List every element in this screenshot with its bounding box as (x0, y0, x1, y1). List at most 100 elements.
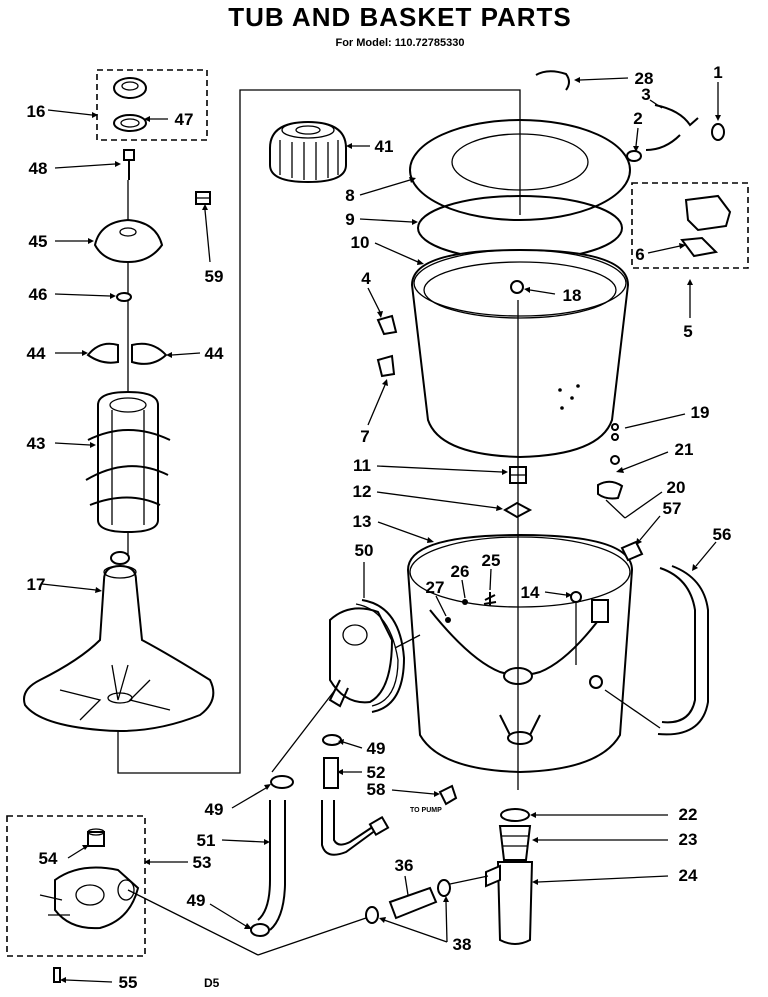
agitator-washer-drawing (116, 292, 132, 302)
callout-26: 26 (451, 562, 470, 581)
callout-1: 1 (713, 63, 722, 82)
callout-58: 58 (367, 780, 386, 799)
fill-hose-parts-drawing (626, 104, 725, 162)
callout-43: 43 (27, 434, 46, 453)
callout-41: 41 (375, 137, 394, 156)
callout-numbers: 1 2 3 4 5 6 7 8 9 10 11 12 13 14 16 17 1… (27, 63, 732, 992)
callout-55: 55 (119, 973, 138, 992)
basket-clip-lower-drawing (376, 354, 396, 378)
small-clip-drawing (195, 191, 211, 205)
callout-46: 46 (29, 285, 48, 304)
spin-basket-drawing (410, 248, 630, 459)
agitator-bolt-drawing (123, 149, 135, 180)
callout-44-left: 44 (27, 344, 46, 363)
to-pump-note: TO PUMP (410, 807, 442, 814)
callout-52: 52 (367, 763, 386, 782)
callout-6: 6 (635, 245, 644, 264)
callout-27: 27 (426, 578, 445, 597)
callout-49-center: 49 (367, 739, 386, 758)
hose-clamp-center-drawing (322, 734, 342, 746)
callout-50: 50 (355, 541, 374, 560)
pump-kit-box (6, 815, 146, 957)
connector-hose-drawing (323, 757, 339, 789)
basket-clip-upper-drawing (376, 314, 398, 336)
callout-2: 2 (633, 109, 642, 128)
callout-24: 24 (679, 866, 698, 885)
switch-kit-box (631, 182, 749, 269)
leader-lines (41, 77, 721, 983)
callout-11: 11 (353, 456, 371, 475)
callout-17: 17 (27, 575, 46, 594)
cover-spring-clip-drawing (535, 70, 570, 91)
callout-48: 48 (29, 159, 48, 178)
pump-to-drain-line-b (257, 917, 367, 956)
callout-16: 16 (27, 102, 46, 121)
outer-tub-drawing (406, 533, 634, 774)
callout-23: 23 (679, 830, 698, 849)
callout-5: 5 (683, 322, 692, 341)
drain-tube-drawing (365, 879, 451, 924)
callout-14: 14 (521, 583, 540, 602)
diagram-subtitle: For Model: 110.72785330 (335, 37, 464, 49)
tub-drain-assembly-drawing (485, 808, 534, 945)
callout-3: 3 (641, 85, 650, 104)
callout-19: 19 (691, 403, 710, 422)
pump-hose-clamp-drawing (438, 784, 458, 806)
callout-36: 36 (395, 856, 414, 875)
callout-49-bottom: 49 (187, 891, 206, 910)
callout-54: 54 (39, 849, 58, 868)
callout-4: 4 (361, 269, 371, 288)
callout-53: 53 (193, 853, 212, 872)
callout-56: 56 (713, 525, 732, 544)
agitator-auger-drawing (85, 390, 171, 534)
callout-10: 10 (351, 233, 370, 252)
overflow-hose-link-line (604, 689, 661, 729)
agitator-dome-drawing (93, 218, 164, 264)
callout-51: 51 (197, 831, 216, 850)
callout-7: 7 (360, 427, 369, 446)
callout-38: 38 (453, 935, 472, 954)
callout-20: 20 (667, 478, 686, 497)
drain-tube-to-tee-line (449, 875, 489, 885)
callout-22: 22 (679, 805, 698, 824)
page-code: D5 (204, 976, 220, 990)
callout-59: 59 (205, 267, 224, 286)
pump-outlet-hose-drawing (321, 800, 390, 856)
lid-switch-drawing (680, 194, 732, 258)
agitator-dogs-drawing (86, 342, 168, 365)
callout-12: 12 (353, 482, 372, 501)
callout-18: 18 (563, 286, 582, 305)
pump-to-drain-line (127, 889, 259, 956)
overflow-hose-drawing (620, 540, 709, 736)
agitator-cap-drawing (113, 77, 147, 99)
drain-hose-drawing (257, 800, 286, 931)
diagram-title: TUB AND BASKET PARTS (228, 2, 572, 32)
hose-clamp-lower-drawing (250, 923, 270, 937)
callout-25: 25 (482, 551, 501, 570)
assembly-connector-line (117, 89, 521, 774)
tub-fastener-dot-drawing (462, 599, 468, 605)
tub-cover-drawing (409, 105, 631, 221)
callout-49-left: 49 (205, 800, 224, 819)
callout-21: 21 (675, 440, 694, 459)
drain-pump-drawing (39, 828, 140, 983)
pump-to-tub-line (271, 689, 336, 773)
hose-clamp-upper-drawing (270, 775, 294, 789)
callout-45: 45 (29, 232, 48, 251)
small-hardware-right-drawing (597, 423, 624, 500)
cap-ring-drawing (113, 114, 147, 132)
water-pump-assembly-drawing (328, 599, 421, 713)
callout-57: 57 (663, 499, 682, 518)
tub-fastener-star-drawing (483, 592, 497, 606)
agitator-base-drawing (23, 551, 215, 732)
callout-9: 9 (345, 210, 354, 229)
callout-13: 13 (353, 512, 372, 531)
callout-44-right: 44 (205, 344, 224, 363)
cap-kit-box (96, 69, 208, 141)
balance-ring-drawing (269, 120, 347, 184)
callout-8: 8 (345, 186, 354, 205)
tub-fastener-dot2-drawing (445, 617, 451, 623)
callout-28: 28 (635, 69, 654, 88)
callout-47: 47 (175, 110, 194, 129)
